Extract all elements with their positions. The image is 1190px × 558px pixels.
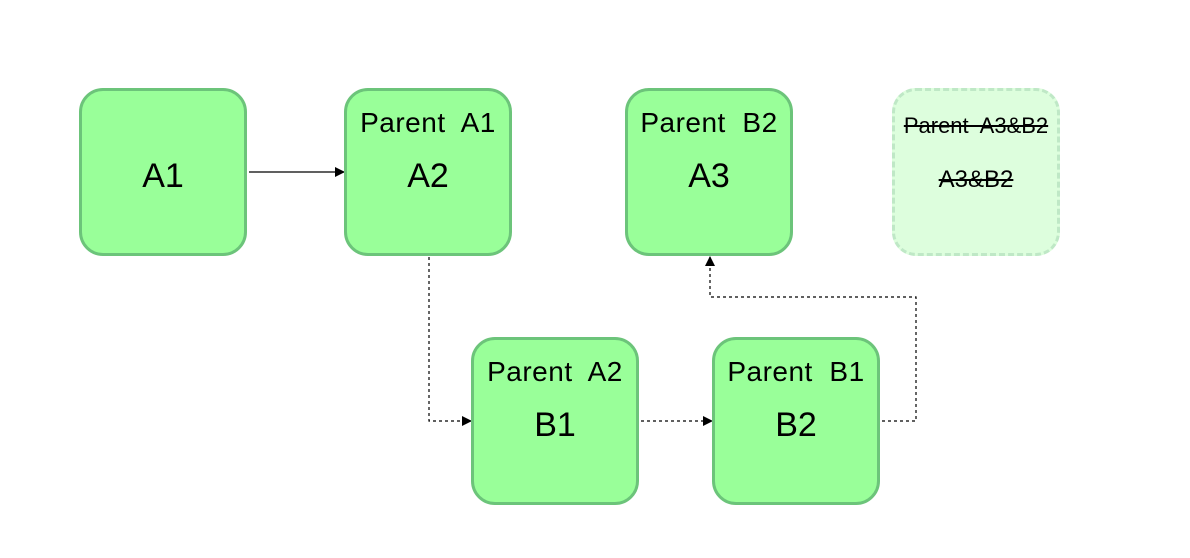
- node-a3b2-label: A3&B2: [938, 166, 1014, 193]
- node-b2[interactable]: Parent B1 B2: [712, 337, 880, 505]
- node-a3-parent: Parent B2: [640, 107, 778, 138]
- node-b1-parent: Parent A2: [487, 356, 623, 387]
- node-a3-label: A3: [688, 157, 730, 195]
- edge-b2-a3: [705, 256, 917, 422]
- node-b2-label: B2: [775, 406, 817, 444]
- node-b2-parent: Parent B1: [727, 356, 865, 387]
- node-a3b2-parent: Parent A3&B2: [903, 113, 1049, 138]
- node-a2[interactable]: Parent A1 A2: [344, 88, 512, 256]
- node-a3[interactable]: Parent B2 A3: [625, 88, 793, 256]
- edge-a2-b1: [428, 257, 472, 426]
- node-a2-parent: Parent A1: [360, 107, 496, 138]
- node-a2-label: A2: [407, 157, 449, 195]
- node-a3b2-ghost[interactable]: Parent A3&B2 A3&B2: [892, 88, 1060, 256]
- node-a1[interactable]: A1: [79, 88, 247, 256]
- node-a1-label: A1: [142, 157, 184, 195]
- node-b1-label: B1: [534, 406, 576, 444]
- node-b1[interactable]: Parent A2 B1: [471, 337, 639, 505]
